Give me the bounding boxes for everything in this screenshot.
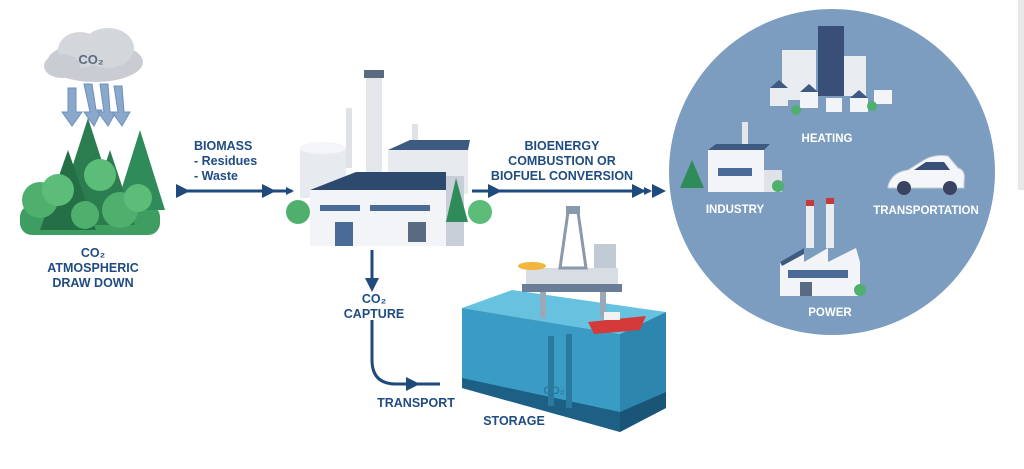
transport-arrow [370,320,440,386]
co2-drawdown-line-1: CO₂ [80,246,106,260]
cloud-co2-label: CO₂ [78,52,104,67]
scrollbar[interactable] [1018,0,1024,190]
end-uses-circle [669,9,995,335]
offshore-platform-icon [518,206,646,334]
storage-label: STORAGE [483,414,545,428]
conversion-label: BIOENERGY COMBUSTION OR BIOFUEL CONVERSI… [488,139,636,184]
co2-drawdown-line-3: DRAW DOWN [52,276,134,290]
biomass-line-2: - Residues [194,154,258,168]
conversion-line-2: COMBUSTION OR [508,154,616,168]
biomass-line-1: BIOMASS [194,139,253,153]
forest-icon [20,118,165,235]
co2-absorption-arrows [61,83,131,127]
biomass-line-3: - Waste [194,169,238,183]
conversion-line-3: BIOFUEL CONVERSION [490,169,634,183]
co2-cloud-icon [44,28,143,82]
bioenergy-plant-icon [286,70,492,246]
electric-car-icon [887,155,965,195]
capture-line-1: CO₂ [361,292,387,306]
co2-drawdown-label: CO₂ ATMOSPHERIC DRAW DOWN [38,246,148,291]
co2-drawdown-line-2: ATMOSPHERIC [47,261,139,275]
industry-factory-icon [680,122,784,192]
power-label: POWER [808,307,852,319]
conversion-line-1: BIOENERGY [524,139,600,153]
transportation-label: TRANSPORTATION [873,205,979,217]
capture-line-2: CAPTURE [343,307,405,321]
biomass-label: BIOMASS - Residues - Waste [194,139,257,184]
transport-label: TRANSPORT [377,396,455,410]
storage-water-co2-label: CO₂ [543,385,565,397]
capture-label: CO₂ CAPTURE [334,292,414,322]
heating-label: HEATING [801,133,853,145]
power-plant-icon [780,198,866,296]
storage-reservoir-icon [462,290,666,432]
heating-buildings-icon [770,26,892,115]
industry-label: INDUSTRY [705,204,765,216]
